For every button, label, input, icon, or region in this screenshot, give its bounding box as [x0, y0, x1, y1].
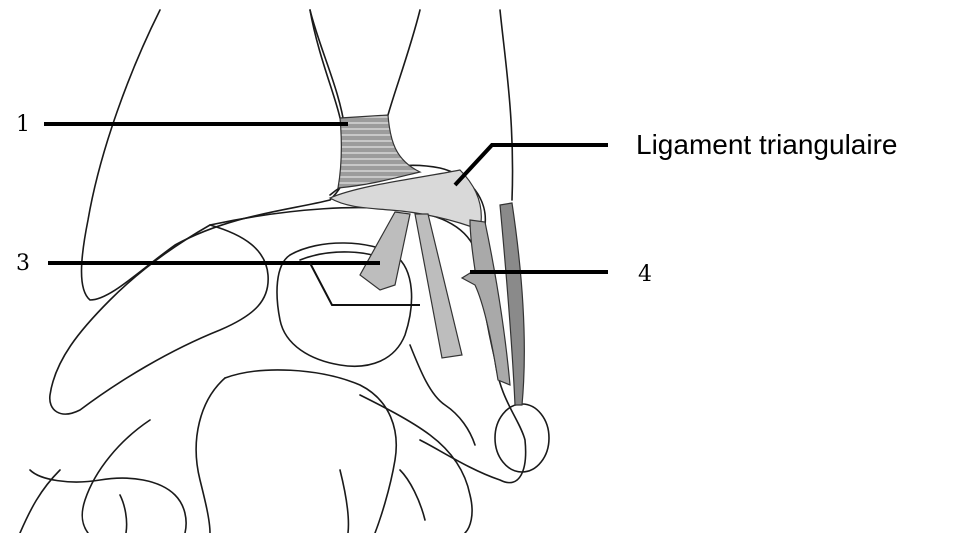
forearm-right-edge [500, 10, 513, 200]
label-ligament-triangulaire: Ligament triangulaire [636, 129, 898, 160]
ligament-3-fiber-b [415, 214, 462, 358]
leader-lines [44, 124, 608, 305]
label-4: 4 [638, 262, 652, 287]
ligament-4 [462, 203, 524, 405]
hamate-outline [360, 395, 472, 533]
capitate-outline [225, 370, 396, 533]
leader-line-triangular [455, 145, 608, 185]
pisiform-outline [495, 404, 549, 472]
ligament-1 [338, 115, 420, 188]
metacarpal-base-outline [120, 470, 348, 533]
label-1: 1 [16, 112, 30, 137]
trapezoid-outline [196, 378, 225, 533]
lower-left-bone-outline [30, 470, 186, 533]
label-3: 3 [16, 251, 30, 276]
triquetrum-outline [410, 345, 475, 445]
trapezium-outline [82, 420, 150, 533]
bone-outlines [20, 10, 549, 533]
ligament-4-strip-inner [462, 220, 510, 385]
hamate-lower-outline [400, 470, 425, 520]
ligament-3-fiber-a [360, 212, 410, 290]
ligament-1-band [338, 115, 420, 188]
